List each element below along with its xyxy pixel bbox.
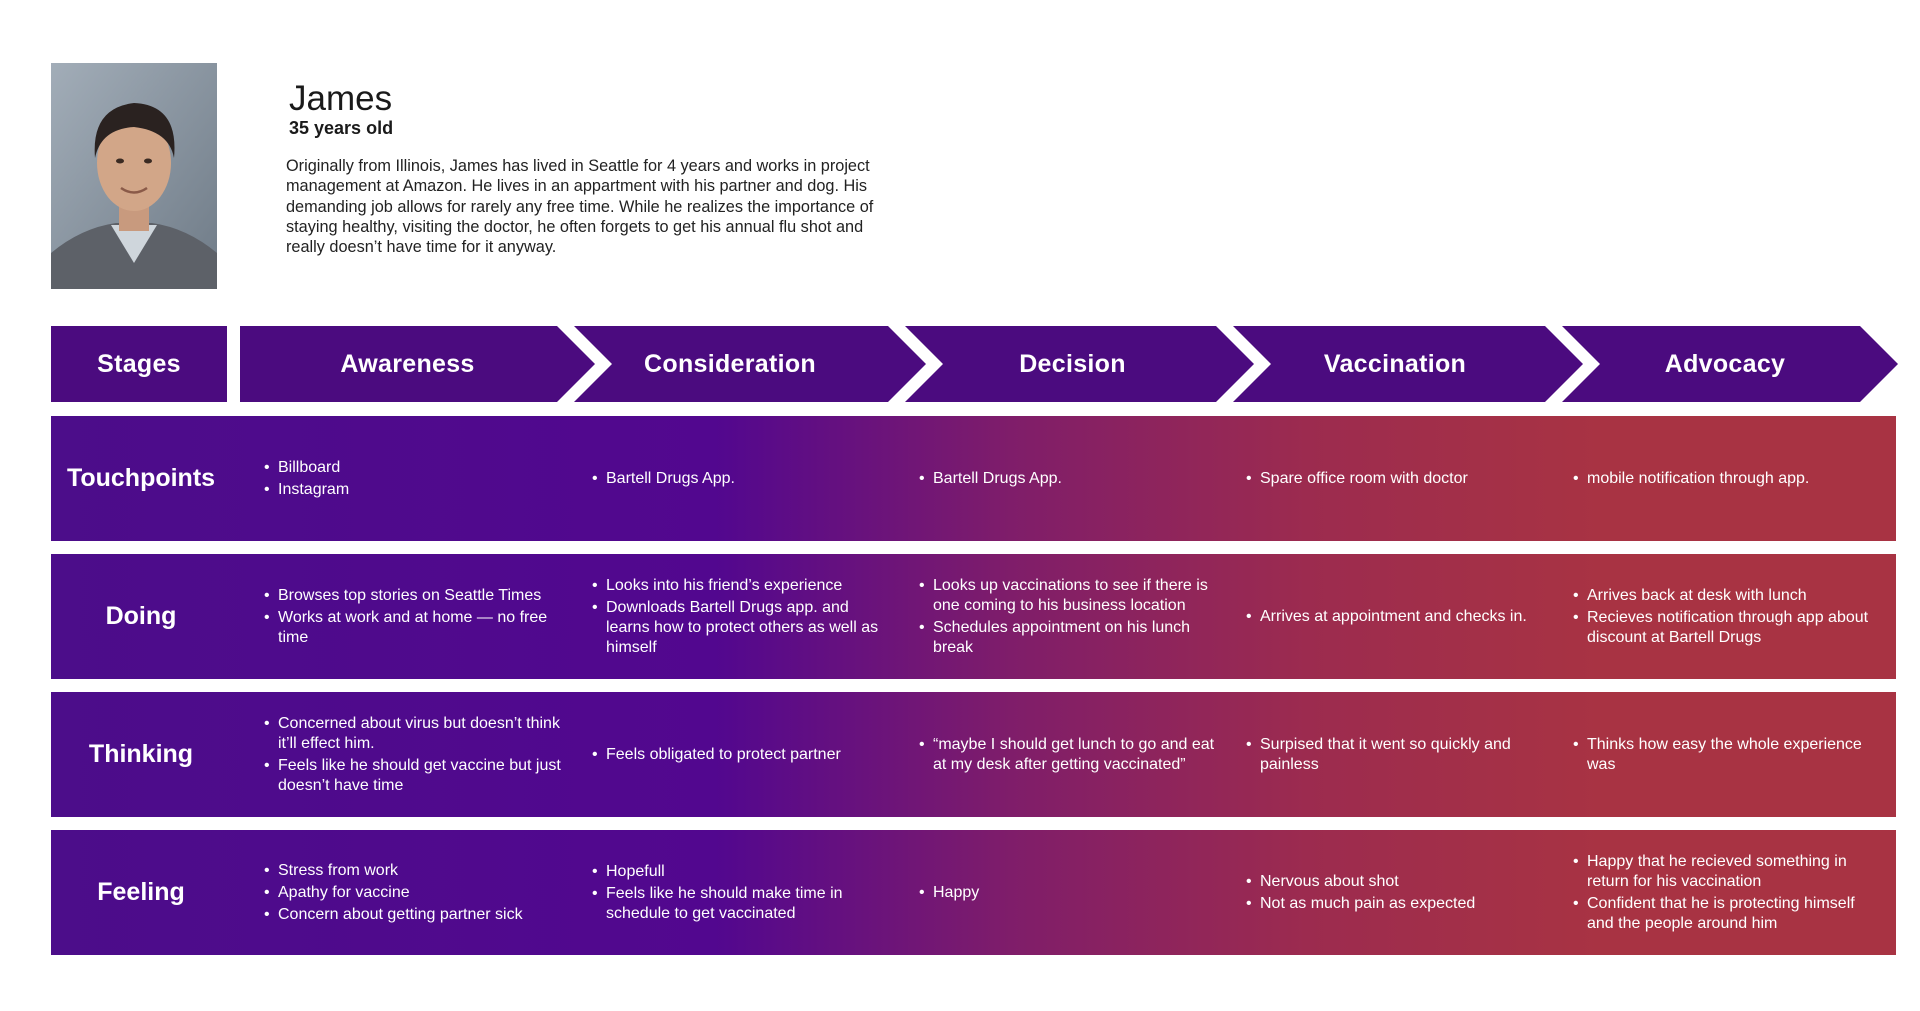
stage-decision: Decision (1019, 350, 1126, 378)
row-thinking: Thinking Concerned about virus but doesn… (51, 692, 1896, 817)
bullet-list: Surpised that it went so quickly and pai… (1246, 733, 1546, 777)
bullet-list: Bartell Drugs App. (919, 467, 1219, 491)
stages-label: Stages (97, 350, 181, 378)
cell-feeling-consideration: HopefullFeels like he should make time i… (592, 830, 892, 955)
bullet-list: Nervous about shotNot as much pain as ex… (1246, 870, 1546, 916)
stage-chevron-awareness (240, 326, 595, 402)
cell-feeling-advocacy: Happy that he recieved something in retu… (1573, 830, 1873, 955)
cell-doing-advocacy: Arrives back at desk with lunchRecieves … (1573, 554, 1873, 679)
list-item: Confident that he is protecting himself … (1573, 894, 1873, 934)
persona-age: 35 years old (289, 118, 394, 138)
list-item: Thinks how easy the whole experience was (1573, 735, 1873, 775)
row-feeling: Feeling Stress from workApathy for vacci… (51, 830, 1896, 955)
stage-header: Stages Awareness Consideration Decision … (0, 326, 1920, 402)
list-item: Apathy for vaccine (264, 883, 564, 903)
list-item: Feels obligated to protect partner (592, 745, 892, 765)
list-item: Looks into his friend’s experience (592, 576, 892, 596)
cell-doing-consideration: Looks into his friend’s experienceDownlo… (592, 554, 892, 679)
list-item: mobile notification through app. (1573, 469, 1873, 489)
list-item: Downloads Bartell Drugs app. and learns … (592, 598, 892, 658)
cell-touchpoints-consideration: Bartell Drugs App. (592, 416, 892, 541)
cell-thinking-advocacy: Thinks how easy the whole experience was (1573, 692, 1873, 817)
cell-thinking-consideration: Feels obligated to protect partner (592, 692, 892, 817)
list-item: Bartell Drugs App. (919, 469, 1219, 489)
list-item: Happy (919, 883, 1219, 903)
cell-doing-awareness: Browses top stories on Seattle TimesWork… (264, 554, 564, 679)
bullet-list: Spare office room with doctor (1246, 467, 1546, 491)
list-item: Arrives back at desk with lunch (1573, 586, 1873, 606)
list-item: Nervous about shot (1246, 872, 1546, 892)
list-item: Happy that he recieved something in retu… (1573, 852, 1873, 892)
list-item: Concern about getting partner sick (264, 905, 564, 925)
persona-bio: Originally from Illinois, James has live… (286, 157, 874, 257)
cell-feeling-vaccination: Nervous about shotNot as much pain as ex… (1246, 830, 1546, 955)
row-label-doing: Doing (105, 602, 177, 630)
stage-chevron-vaccination (1233, 326, 1583, 402)
list-item: Feels like he should make time in schedu… (592, 884, 892, 924)
bullet-list: Concerned about virus but doesn’t think … (264, 712, 564, 798)
stage-chevron-decision (905, 326, 1254, 402)
cell-touchpoints-vaccination: Spare office room with doctor (1246, 416, 1546, 541)
cell-feeling-awareness: Stress from workApathy for vaccineConcer… (264, 830, 564, 955)
stage-chevron-advocacy (1562, 326, 1898, 402)
list-item: Concerned about virus but doesn’t think … (264, 714, 564, 754)
row-label-feeling: Feeling (97, 878, 185, 906)
list-item: Browses top stories on Seattle Times (264, 586, 564, 606)
stage-chevrons (51, 326, 1898, 402)
list-item: Not as much pain as expected (1246, 894, 1546, 914)
bullet-list: Looks into his friend’s experienceDownlo… (592, 574, 892, 660)
list-item: Hopefull (592, 862, 892, 882)
cell-thinking-awareness: Concerned about virus but doesn’t think … (264, 692, 564, 817)
bullet-list: mobile notification through app. (1573, 467, 1873, 491)
cell-thinking-vaccination: Surpised that it went so quickly and pai… (1246, 692, 1546, 817)
row-touchpoints: Touchpoints BillboardInstagram Bartell Dr… (51, 416, 1896, 541)
list-item: Feels like he should get vaccine but jus… (264, 756, 564, 796)
stage-advocacy: Advocacy (1664, 350, 1786, 378)
list-item: Spare office room with doctor (1246, 469, 1546, 489)
list-item: Billboard (264, 458, 564, 478)
persona-photo (51, 63, 217, 289)
bullet-list: Feels obligated to protect partner (592, 743, 892, 767)
stage-chevron-consideration (574, 326, 926, 402)
cell-touchpoints-awareness: BillboardInstagram (264, 416, 564, 541)
row-doing: Doing Browses top stories on Seattle Tim… (51, 554, 1896, 679)
bullet-list: BillboardInstagram (264, 456, 564, 502)
cell-feeling-decision: Happy (919, 830, 1219, 955)
list-item: Schedules appointment on his lunch break (919, 618, 1219, 658)
stages-label-box (51, 326, 227, 402)
list-item: Surpised that it went so quickly and pai… (1246, 735, 1546, 775)
list-item: Works at work and at home — no free time (264, 608, 564, 648)
row-label-touchpoints: Touchpoints (66, 464, 216, 492)
persona-name: James (289, 79, 393, 118)
list-item: Looks up vaccinations to see if there is… (919, 576, 1219, 616)
bullet-list: Browses top stories on Seattle TimesWork… (264, 584, 564, 650)
bullet-list: Arrives at appointment and checks in. (1246, 605, 1546, 629)
list-item: Instagram (264, 480, 564, 500)
bullet-list: Arrives back at desk with lunchRecieves … (1573, 584, 1873, 650)
bullet-list: Happy (919, 881, 1219, 905)
list-item: “maybe I should get lunch to go and eat … (919, 735, 1219, 775)
bullet-list: Stress from workApathy for vaccineConcer… (264, 859, 564, 927)
list-item: Arrives at appointment and checks in. (1246, 607, 1546, 627)
cell-doing-decision: Looks up vaccinations to see if there is… (919, 554, 1219, 679)
list-item: Recieves notification through app about … (1573, 608, 1873, 648)
cell-touchpoints-decision: Bartell Drugs App. (919, 416, 1219, 541)
stage-vaccination: Vaccination (1323, 350, 1467, 378)
bullet-list: Thinks how easy the whole experience was (1573, 733, 1873, 777)
stage-awareness: Awareness (340, 350, 475, 378)
bullet-list: Happy that he recieved something in retu… (1573, 850, 1873, 936)
bullet-list: HopefullFeels like he should make time i… (592, 860, 892, 926)
persona-portrait-image (51, 63, 217, 289)
row-label-thinking: Thinking (88, 740, 194, 768)
bullet-list: Bartell Drugs App. (592, 467, 892, 491)
stage-consideration: Consideration (644, 350, 816, 378)
cell-doing-vaccination: Arrives at appointment and checks in. (1246, 554, 1546, 679)
cell-thinking-decision: “maybe I should get lunch to go and eat … (919, 692, 1219, 817)
list-item: Bartell Drugs App. (592, 469, 892, 489)
cell-touchpoints-advocacy: mobile notification through app. (1573, 416, 1873, 541)
bullet-list: “maybe I should get lunch to go and eat … (919, 733, 1219, 777)
bullet-list: Looks up vaccinations to see if there is… (919, 574, 1219, 660)
list-item: Stress from work (264, 861, 564, 881)
